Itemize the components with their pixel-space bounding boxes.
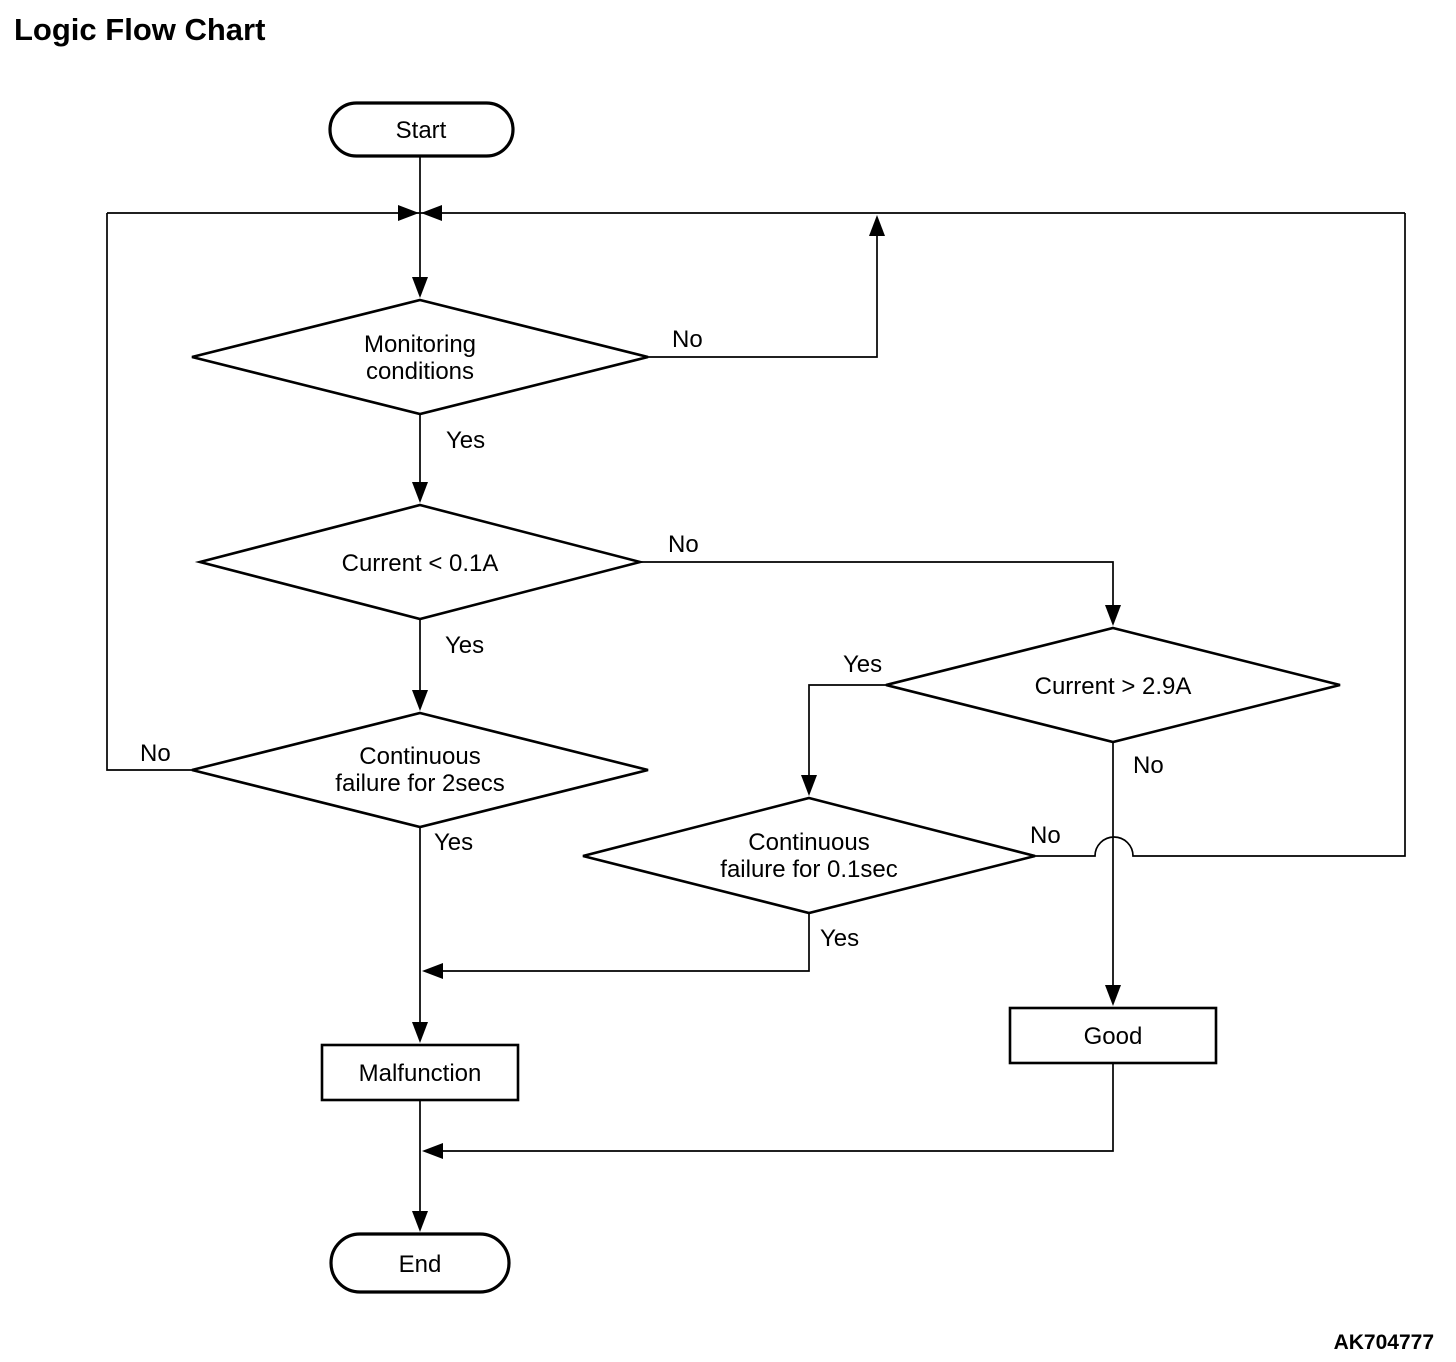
failure-01sec-label-line2: failure for 0.1sec (720, 856, 897, 883)
arrowhead-junction-from-right (421, 205, 442, 221)
end-label: End (399, 1251, 442, 1278)
arrowhead-into-end (412, 1211, 428, 1232)
arrowhead-into-current-high (1105, 605, 1121, 626)
malfunction-label: Malfunction (359, 1060, 482, 1087)
edge-good-return (443, 1063, 1114, 1152)
label-failure-01sec-yes: Yes (820, 925, 859, 952)
arrowhead-monitoring-no-up (869, 215, 885, 236)
edge-current-high-yes (808, 684, 888, 775)
decision-failure-2secs (191, 711, 649, 829)
arrowhead-into-good (1105, 985, 1121, 1006)
label-current-low-no: No (668, 531, 699, 558)
monitoring-label-line2: conditions (366, 358, 474, 385)
label-current-low-yes: Yes (445, 632, 484, 659)
decision-current-high (885, 626, 1341, 744)
decision-monitoring-conditions (191, 298, 649, 416)
failure-2secs-label-line2: failure for 2secs (335, 770, 504, 797)
failure-01sec-label-line1: Continuous (748, 829, 869, 856)
arrowhead-good-merge (422, 1143, 443, 1159)
end-terminator (329, 1232, 511, 1294)
label-failure-2secs-no: No (140, 740, 171, 767)
arrowhead-into-malfunction (412, 1022, 428, 1043)
arrowhead-into-monitoring (412, 277, 428, 298)
start-label: Start (396, 117, 447, 144)
process-malfunction (320, 1043, 520, 1102)
label-current-high-yes: Yes (843, 651, 882, 678)
monitoring-label-line1: Monitoring (364, 331, 476, 358)
edge-failure-01sec-yes (443, 913, 810, 972)
figure-code: AK704777 (1334, 1331, 1434, 1354)
edge-current-low-no (640, 561, 1114, 605)
decision-current-low (194, 503, 646, 621)
arrowhead-failure-01sec-yes-merge (422, 963, 443, 979)
good-label: Good (1084, 1023, 1143, 1050)
arrowhead-into-current-low (412, 482, 428, 503)
label-current-high-no: No (1133, 752, 1164, 779)
process-good (1008, 1006, 1218, 1065)
edge-failure-01sec-no-with-hop (1035, 213, 1406, 857)
edge-left-return (106, 213, 192, 771)
current-high-label: Current > 2.9A (1035, 673, 1192, 700)
arrowhead-into-failure-2secs (412, 690, 428, 711)
start-terminator (328, 101, 515, 158)
label-monitoring-yes: Yes (446, 427, 485, 454)
current-low-label: Current < 0.1A (342, 550, 499, 577)
label-monitoring-no: No (672, 326, 703, 353)
decision-failure-01sec (582, 796, 1036, 915)
page-title: Logic Flow Chart (14, 12, 265, 47)
edge-monitoring-no (648, 236, 878, 358)
failure-2secs-label-line1: Continuous (359, 743, 480, 770)
label-failure-2secs-yes: Yes (434, 829, 473, 856)
label-failure-01sec-no: No (1030, 822, 1061, 849)
arrowhead-junction-from-left (398, 205, 419, 221)
arrowhead-into-failure-01sec (801, 775, 817, 796)
